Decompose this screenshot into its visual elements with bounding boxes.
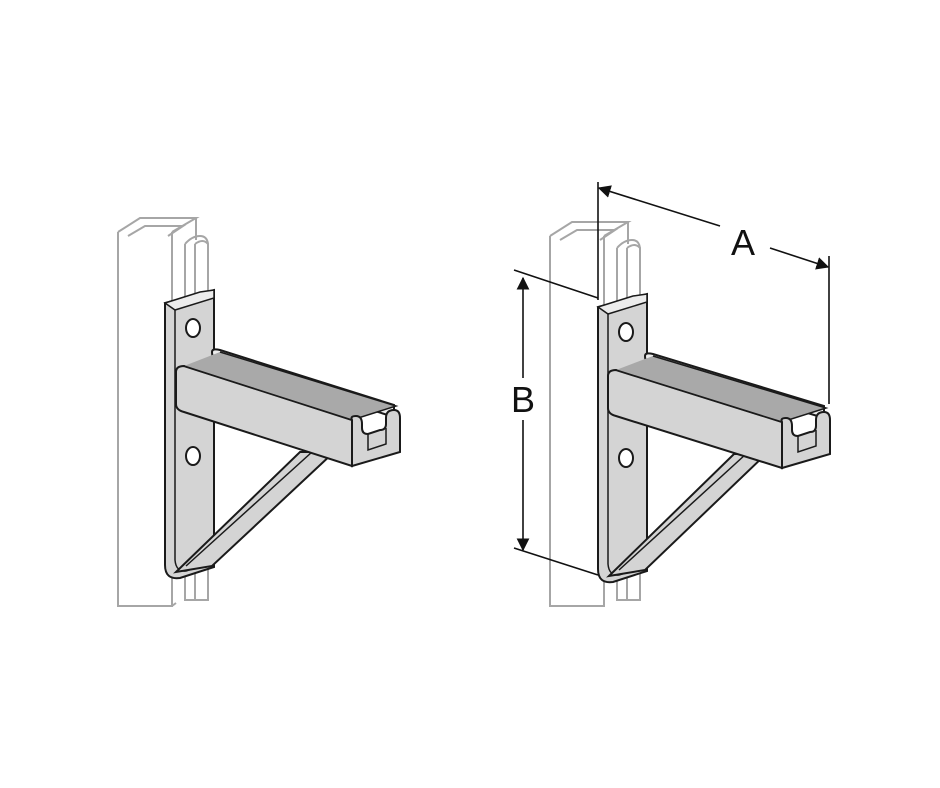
dimension-b-label: B <box>511 379 535 420</box>
back-plate-edge <box>596 293 648 315</box>
bracket-dimensioned: A B <box>511 182 831 607</box>
bolt-hole-upper <box>185 318 201 338</box>
bolt-hole-lower <box>185 446 201 466</box>
dimension-b-extension-bottom <box>513 547 599 576</box>
arm-end-profile <box>780 410 831 470</box>
dimension-b-extension-top <box>513 269 599 299</box>
bolt-hole-lower <box>618 448 634 468</box>
dimension-a <box>597 182 830 404</box>
dimension-a-label: A <box>731 222 755 263</box>
bolt-hole-upper <box>618 322 634 342</box>
arm-top-groove <box>615 355 829 423</box>
arm-end-profile <box>350 408 401 468</box>
arm-top-groove <box>183 351 399 421</box>
dimension-a-line-right <box>769 247 830 270</box>
dimension-a-line-left <box>597 185 721 227</box>
bracket-plain <box>117 217 401 607</box>
dimension-b <box>513 269 599 576</box>
back-plate-edge <box>163 289 215 311</box>
